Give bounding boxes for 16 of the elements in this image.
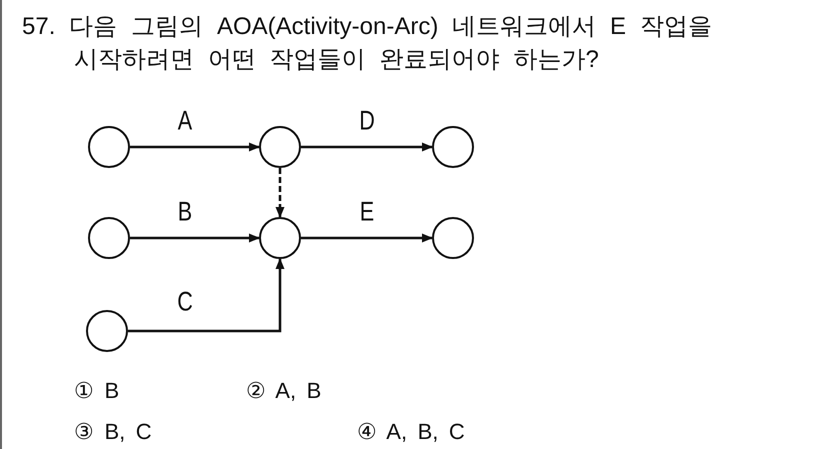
arrow	[301, 142, 433, 152]
edge-label: A	[178, 108, 192, 134]
arrow	[130, 142, 260, 152]
edge-label: C	[177, 288, 193, 316]
answer-option: ① B	[74, 377, 120, 405]
answer-option: ④ A, B, C	[357, 418, 465, 446]
answer-option: ③ B, C	[74, 418, 152, 446]
answer-option: ② A, B	[246, 377, 322, 405]
arrow	[301, 234, 433, 242]
arrow	[128, 258, 284, 332]
edge-label: D	[359, 108, 375, 134]
question-text: 57. 다음 그림의 AOA(Activity-on-Arc) 네트워크에서 E 작업을 시작하려면 어떤 작업들이 완료되어야 하는가?	[22, 12, 713, 75]
arrow	[130, 234, 260, 242]
edge-label: B	[178, 198, 192, 226]
edge-label: E	[360, 198, 374, 226]
dashed-arrow	[276, 168, 284, 218]
